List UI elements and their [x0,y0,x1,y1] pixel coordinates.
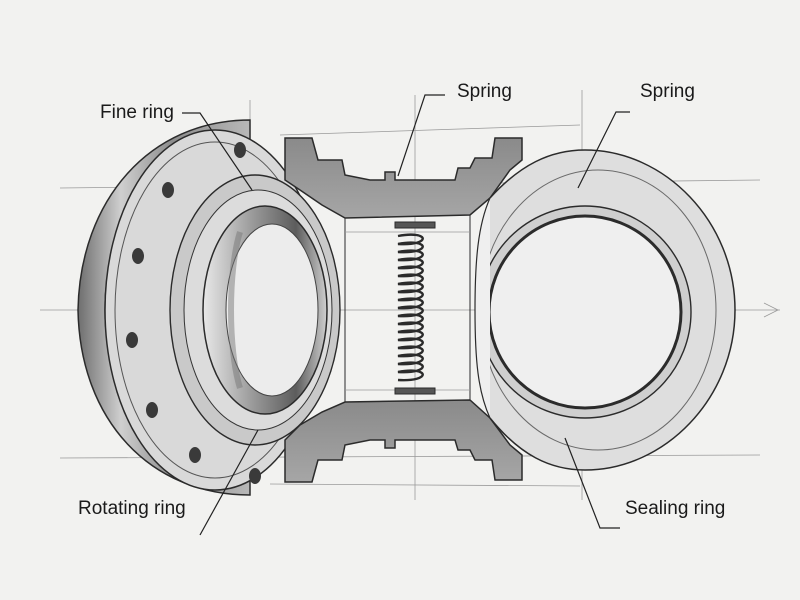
bolt-holes [126,142,261,484]
flange-assembly [77,119,341,496]
leader-fine-ring [182,112,253,191]
leader-rotating-ring [199,429,259,536]
sealing-ring-assembly [474,149,736,471]
housing-section [284,137,523,483]
leader-spring-top [397,94,445,177]
label-sealing-ring: Sealing ring [625,498,726,519]
label-spring-top: Spring [457,81,512,102]
label-fine-ring: Fine ring [100,102,174,123]
leader-sealing-ring [564,437,620,529]
label-spring-right: Spring [640,81,695,102]
label-rotating-ring: Rotating ring [78,498,186,519]
leader-spring-right [577,111,630,189]
spring-coil [394,221,436,395]
leader-lines [182,94,630,536]
